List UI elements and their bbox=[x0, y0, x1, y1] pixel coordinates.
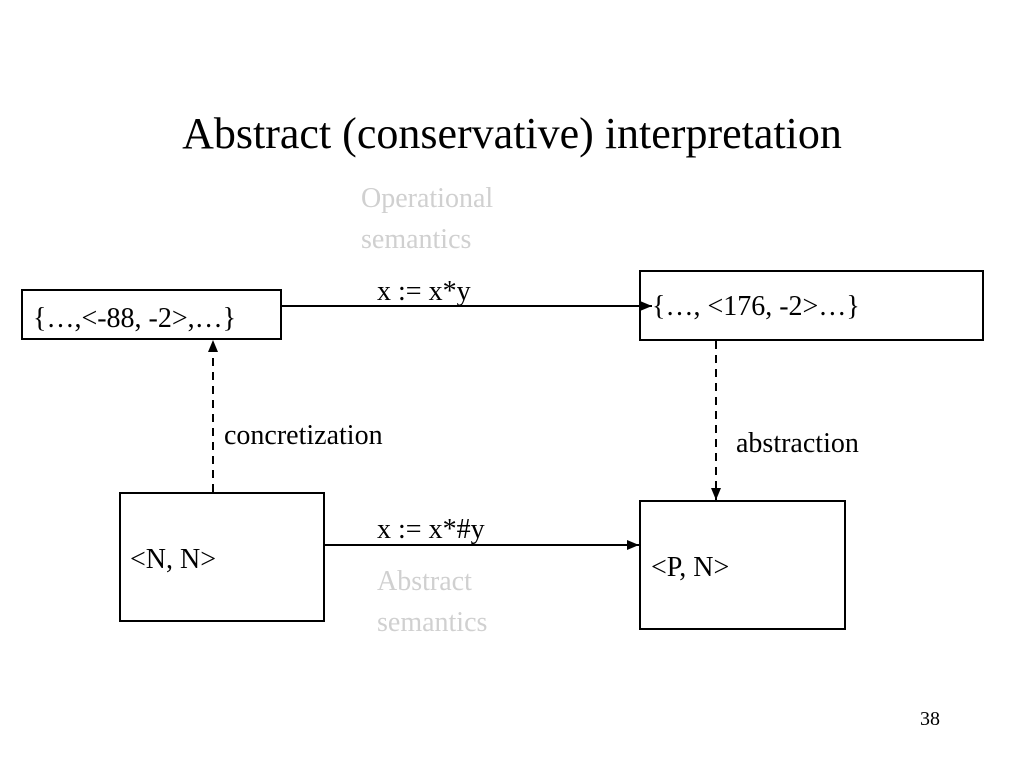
page-number: 38 bbox=[920, 708, 940, 730]
abstract-result-box bbox=[639, 500, 846, 630]
operational-semantics-label: Operational semantics bbox=[361, 178, 493, 260]
concrete-result-state: {…, <176, -2>…} bbox=[652, 291, 860, 322]
abstract-statement-label: x := x*#y bbox=[377, 514, 485, 545]
operational-semantics-line2: semantics bbox=[361, 224, 472, 255]
concrete-source-state: {…,<-88, -2>,…} bbox=[33, 303, 237, 334]
abstract-source-box bbox=[119, 492, 325, 622]
abstract-result-state: <P, N> bbox=[651, 552, 730, 583]
abstraction-label: abstraction bbox=[736, 428, 859, 459]
concrete-source-box bbox=[21, 289, 282, 340]
abstract-semantics-line2: semantics bbox=[377, 607, 488, 638]
abstract-semantics-label: Abstract semantics bbox=[377, 561, 487, 643]
abstract-semantics-line1: Abstract bbox=[377, 566, 472, 597]
slide-title: Abstract (conservative) interpretation bbox=[182, 109, 842, 158]
abstract-source-state: <N, N> bbox=[130, 544, 217, 575]
concrete-statement-label: x := x*y bbox=[377, 276, 471, 307]
operational-semantics-line1: Operational bbox=[361, 183, 494, 214]
concretization-label: concretization bbox=[224, 420, 383, 451]
